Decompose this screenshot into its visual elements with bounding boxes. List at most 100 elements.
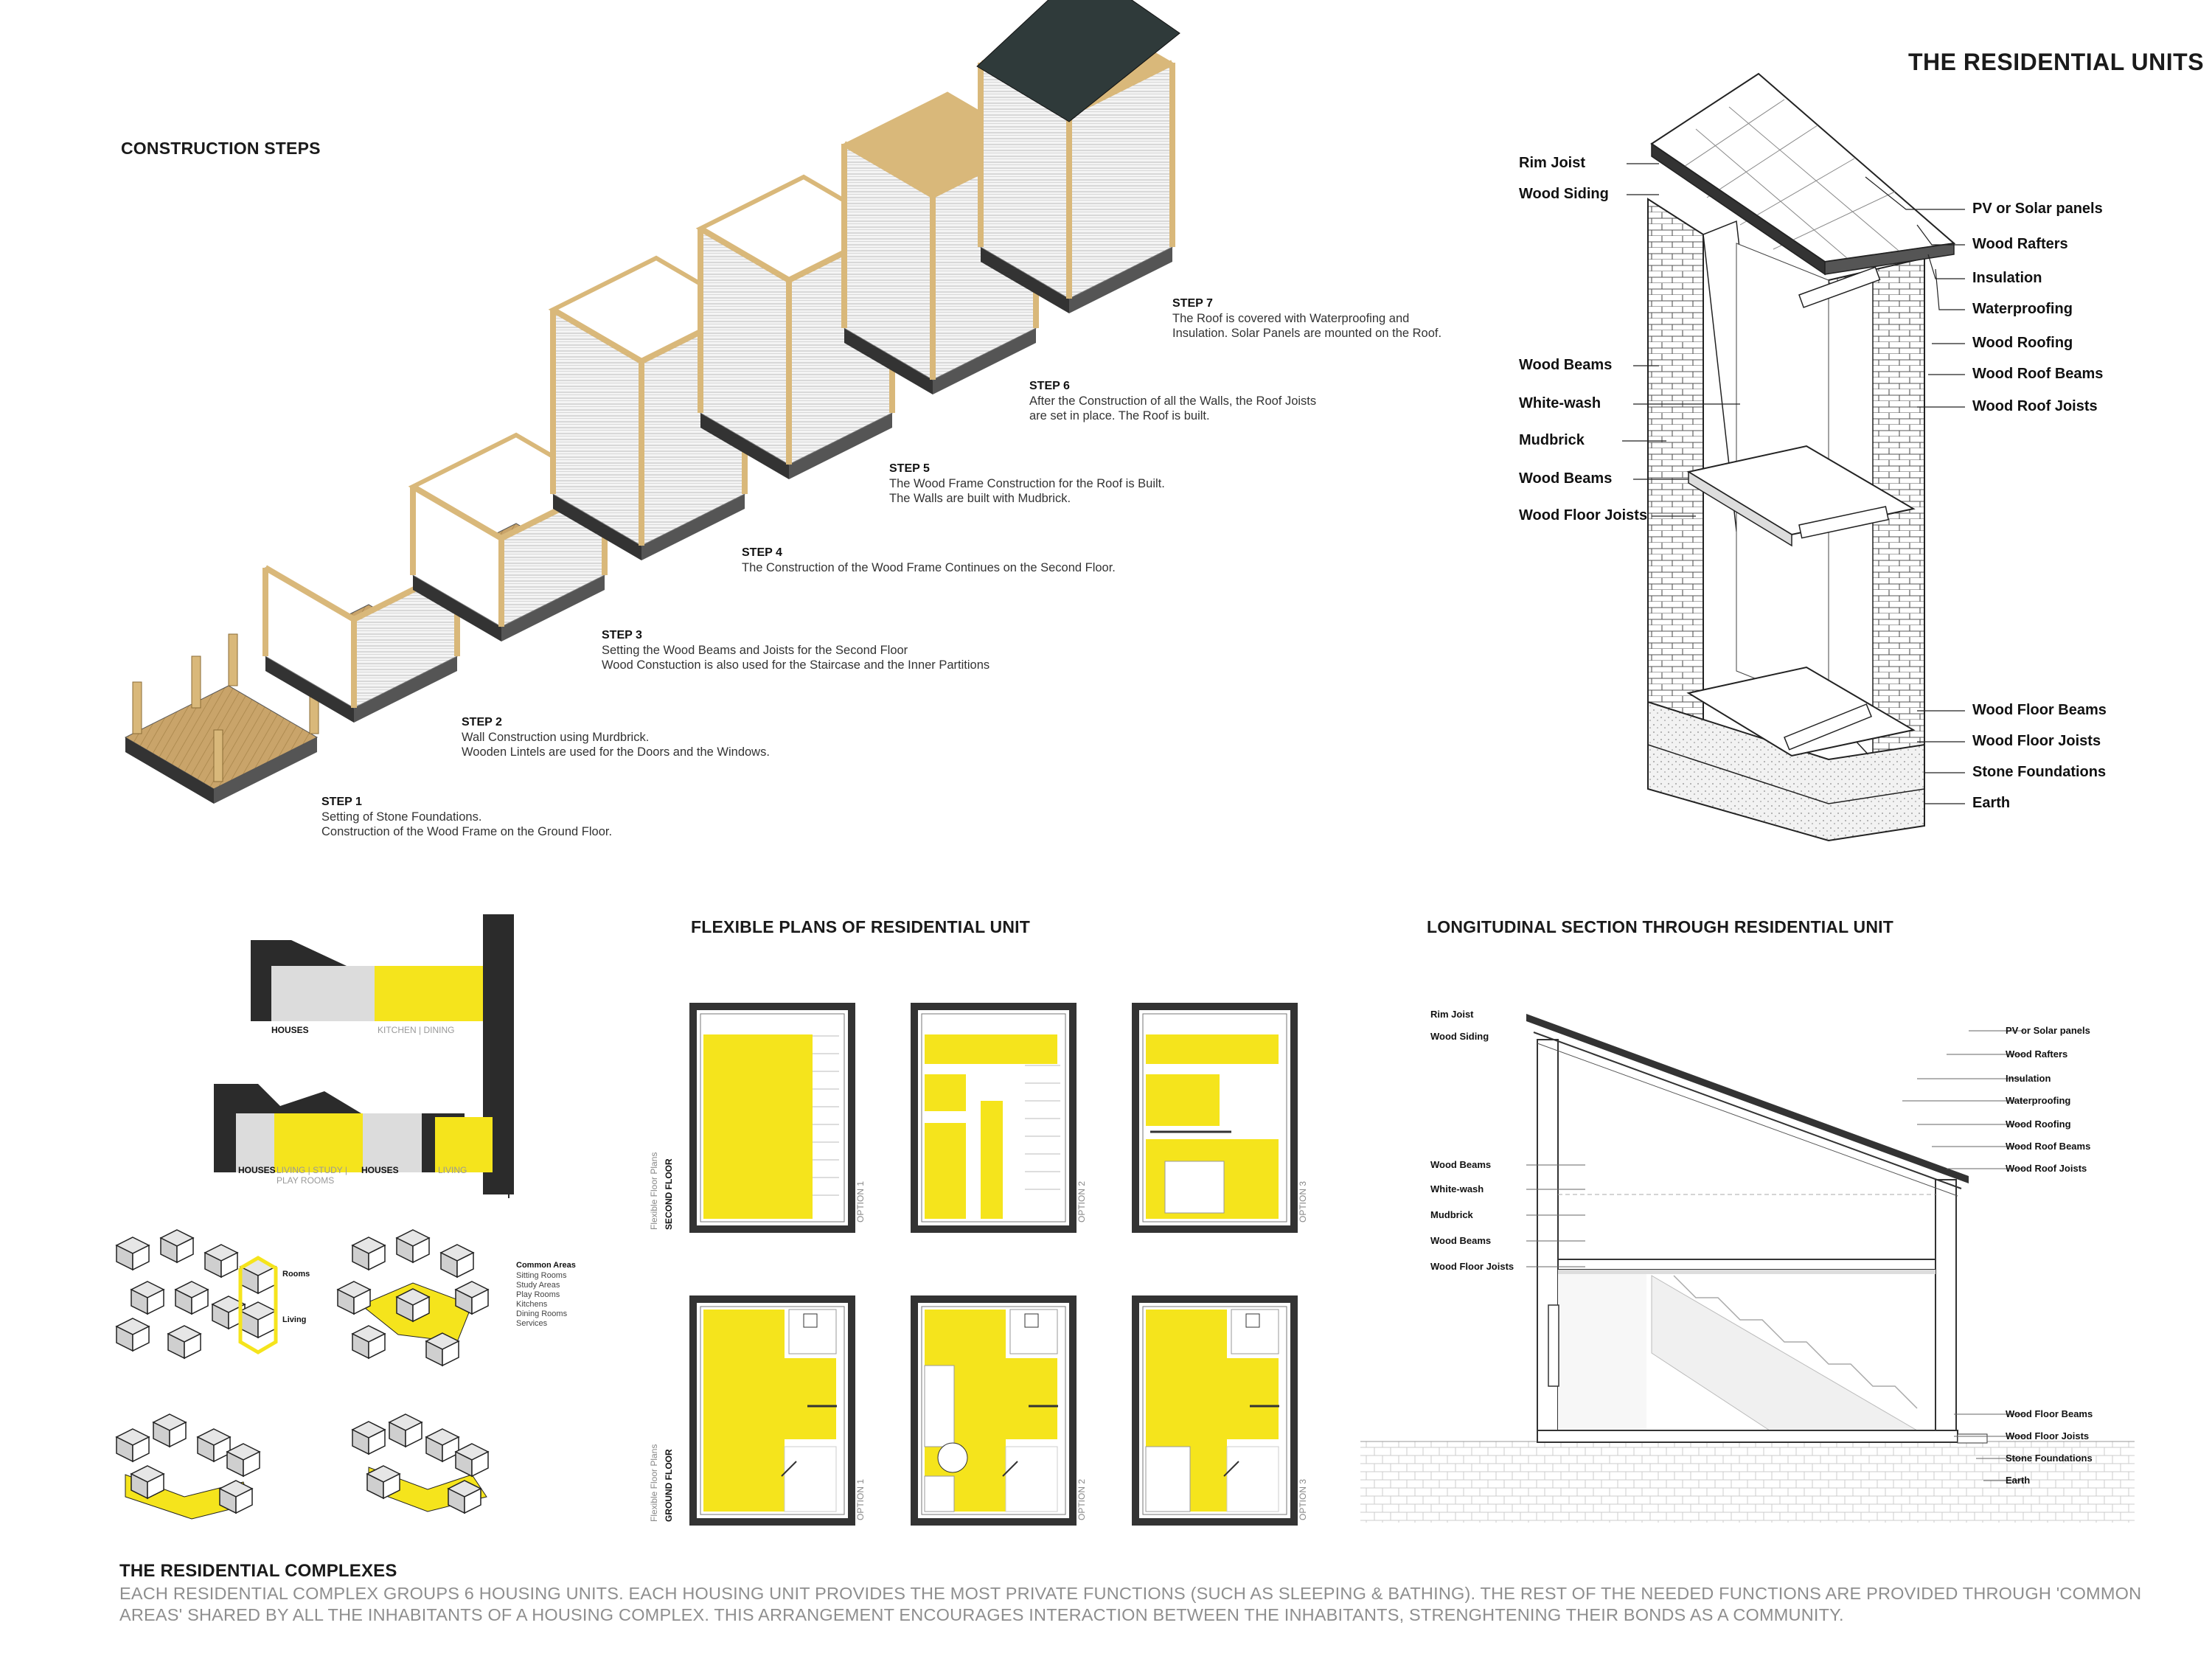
section-label-right-1: PV or Solar panels bbox=[2006, 1025, 2090, 1036]
cube-c-2 bbox=[196, 1428, 232, 1463]
section-label-right-8: Wood Floor Beams bbox=[2006, 1408, 2093, 1419]
section-label-left-5: Mudbrick bbox=[1430, 1209, 1473, 1220]
label-kitchen-dining: KITCHEN | DINING bbox=[378, 1025, 455, 1035]
cube-a-2 bbox=[204, 1244, 239, 1279]
cube-b-4 bbox=[395, 1288, 431, 1323]
section-label-right-7: Wood Roof Joists bbox=[2006, 1163, 2087, 1174]
cube-a-7 bbox=[167, 1325, 202, 1360]
construction-unit-1 bbox=[124, 633, 319, 804]
cube-d-3 bbox=[454, 1443, 490, 1478]
section-label-right-9: Wood Floor Joists bbox=[2006, 1430, 2090, 1441]
axo-label-left-4: White-wash bbox=[1519, 395, 1601, 411]
cube-b-3 bbox=[336, 1281, 372, 1315]
cube-b-6 bbox=[351, 1325, 386, 1360]
cube-b-1 bbox=[395, 1229, 431, 1264]
section-label-right-6: Wood Roof Beams bbox=[2006, 1141, 2091, 1152]
section-label-left-4: White-wash bbox=[1430, 1183, 1484, 1194]
plan-second-option-1 bbox=[689, 1003, 855, 1233]
axo-label-right-5: Wood Roofing bbox=[1972, 335, 2073, 351]
construction-unit-7 bbox=[976, 0, 1180, 313]
axo-label-right-7: Wood Roof Joists bbox=[1972, 398, 2098, 414]
plan-ground-option-3 bbox=[1132, 1295, 1298, 1526]
section-label-left-7: Wood Floor Joists bbox=[1430, 1261, 1514, 1272]
complexes-description: EACH RESIDENTIAL COMPLEX GROUPS 6 HOUSIN… bbox=[119, 1584, 2142, 1624]
section-label-left-6: Wood Beams bbox=[1430, 1235, 1492, 1246]
label-houses-2: HOUSES bbox=[238, 1165, 276, 1175]
label-common-areas: Common Areas bbox=[516, 1261, 576, 1270]
label-living: LIVING bbox=[438, 1165, 467, 1175]
cube-c-0 bbox=[115, 1428, 150, 1463]
axo-label-left-2: Wood Siding bbox=[1519, 186, 1609, 202]
cube-d-5 bbox=[447, 1480, 482, 1514]
cube-b-2 bbox=[439, 1244, 475, 1279]
axo-label-left-1: Rim Joist bbox=[1519, 155, 1586, 171]
axo-label-right-4: Waterproofing bbox=[1972, 301, 2073, 317]
cube-b-0 bbox=[351, 1237, 386, 1271]
axo-label-right-6: Wood Roof Beams bbox=[1972, 366, 2104, 382]
cube-c-5 bbox=[218, 1480, 254, 1514]
axo-label-left-3: Wood Beams bbox=[1519, 357, 1613, 373]
construction-unit-5 bbox=[695, 174, 897, 479]
cube-a-3 bbox=[130, 1281, 165, 1315]
cube-a-6 bbox=[115, 1318, 150, 1352]
label-rooms: Rooms bbox=[282, 1270, 310, 1279]
construction-heading: CONSTRUCTION STEPS bbox=[121, 139, 321, 158]
axo-label-left-6: Wood Beams bbox=[1519, 470, 1613, 487]
label-play-rooms: PLAY ROOMS bbox=[276, 1175, 335, 1186]
section-label-right-10: Stone Foundations bbox=[2006, 1453, 2093, 1464]
section-label-left-2: Wood Siding bbox=[1430, 1031, 1489, 1042]
cube-c-1 bbox=[152, 1413, 187, 1448]
page-title: THE RESIDENTIAL UNITS bbox=[1908, 49, 2205, 75]
section-label-right-11: Earth bbox=[2006, 1475, 2031, 1486]
cube-living bbox=[239, 1301, 277, 1339]
cube-c-4 bbox=[130, 1465, 165, 1500]
cube-c-3 bbox=[226, 1443, 261, 1478]
cube-d-4 bbox=[366, 1465, 401, 1500]
axo-label-left-5: Mudbrick bbox=[1519, 432, 1585, 448]
plan-ground-option-2 bbox=[911, 1295, 1077, 1526]
axonometric-unit-section bbox=[1622, 72, 1965, 842]
plan-ground-option-1 bbox=[689, 1295, 855, 1526]
cube-a-1 bbox=[159, 1229, 195, 1264]
plan-second-option-2 bbox=[911, 1003, 1077, 1233]
label-living-study: LIVING | STUDY | bbox=[276, 1165, 348, 1175]
complex-diagrams bbox=[115, 914, 514, 1520]
plan-second-option-3 bbox=[1132, 1003, 1298, 1233]
cube-d-2 bbox=[425, 1428, 460, 1463]
cube-b-7 bbox=[425, 1332, 460, 1367]
section-label-right-2: Wood Rafters bbox=[2006, 1048, 2068, 1060]
cube-d-0 bbox=[351, 1421, 386, 1455]
cube-b-5 bbox=[454, 1281, 490, 1315]
axo-label-right-2: Wood Rafters bbox=[1972, 236, 2068, 252]
label-houses-1: HOUSES bbox=[271, 1025, 309, 1035]
axo-label-right-9: Wood Floor Joists bbox=[1972, 733, 2101, 749]
section-label-right-3: Insulation bbox=[2006, 1073, 2051, 1084]
section-label-left-3: Wood Beams bbox=[1430, 1159, 1492, 1170]
section-label-right-5: Wood Roofing bbox=[2006, 1119, 2071, 1130]
axo-label-left-7: Wood Floor Joists bbox=[1519, 507, 1648, 524]
cube-d-1 bbox=[388, 1413, 423, 1448]
plans-heading: FLEXIBLE PLANS OF RESIDENTIAL UNIT bbox=[691, 917, 1031, 936]
complexes-heading: THE RESIDENTIAL COMPLEXES bbox=[119, 1561, 397, 1581]
axo-label-right-8: Wood Floor Beams bbox=[1972, 702, 2107, 718]
label-houses-3: HOUSES bbox=[361, 1165, 399, 1175]
section-label-left-1: Rim Joist bbox=[1430, 1009, 1474, 1020]
cube-a-0 bbox=[115, 1237, 150, 1271]
axo-label-right-10: Stone Foundations bbox=[1972, 764, 2107, 780]
axo-label-right-11: Earth bbox=[1972, 795, 2011, 811]
section-label-right-4: Waterproofing bbox=[2006, 1095, 2071, 1106]
cube-a-4 bbox=[174, 1281, 209, 1315]
label-living-small: Living bbox=[282, 1315, 307, 1324]
section-heading: LONGITUDINAL SECTION THROUGH RESIDENTIAL… bbox=[1427, 917, 1893, 936]
axo-label-right-1: PV or Solar panels bbox=[1972, 201, 2103, 217]
construction-steps-illustration bbox=[124, 0, 1180, 804]
